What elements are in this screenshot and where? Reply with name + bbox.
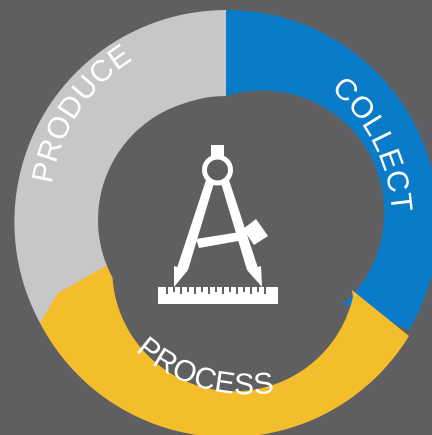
collect-segment xyxy=(226,9,432,330)
produce-segment xyxy=(14,10,226,323)
process-segment xyxy=(40,262,409,435)
ruler-ticks xyxy=(166,287,266,294)
center-circle xyxy=(98,98,342,342)
